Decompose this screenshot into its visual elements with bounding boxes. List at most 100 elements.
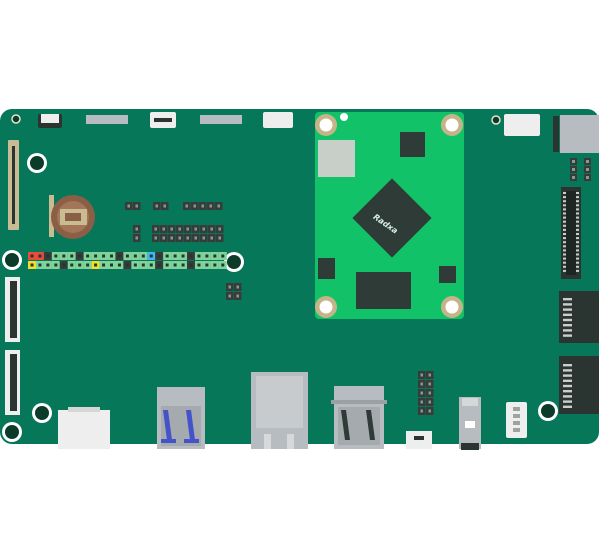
m2-pin: [576, 200, 579, 203]
gpio-pin-hole: [78, 254, 82, 258]
gpio-pin-hole: [102, 263, 106, 267]
right-port-pin: [563, 318, 572, 322]
module-hole-center-1: [319, 118, 333, 132]
header-2x5-hole: [428, 391, 431, 395]
gpio-pin-hole: [189, 254, 193, 258]
m2-pin: [563, 245, 566, 248]
right-top-pin-hole: [586, 168, 589, 171]
header-2x5-hole: [428, 400, 431, 404]
gpio-pin-hole: [94, 254, 98, 258]
gpio-pin-hole: [205, 254, 209, 258]
header-9x2-hole: [210, 236, 213, 240]
left-fpc-upper-slot: [10, 281, 17, 338]
board-hole-center-6: [541, 404, 555, 418]
right-port-pin: [563, 405, 572, 408]
right-top-pin-hole: [586, 160, 589, 163]
right-port-pins: [563, 298, 572, 408]
header-9x2-hole: [218, 236, 221, 240]
right-port-pin: [563, 369, 572, 372]
m2-pin: [563, 204, 566, 207]
right-port-pin: [563, 298, 572, 301]
header-2x2-hole: [228, 294, 231, 298]
m2-pin: [576, 261, 579, 264]
bottom-ports: [58, 372, 527, 450]
header-5pin-hole: [217, 204, 220, 208]
usb2-port-flange: [331, 400, 387, 404]
header-2x2-hole: [236, 294, 239, 298]
m2-pin: [576, 237, 579, 240]
header-9x2-hole: [178, 236, 181, 240]
gpio-pin-hole: [141, 254, 145, 258]
ethernet-led-right: [287, 434, 294, 449]
gpio-pin-hole: [125, 254, 129, 258]
header-9x2-hole: [186, 236, 189, 240]
gpio-pin-hole: [102, 254, 106, 258]
right-port-pin: [563, 364, 572, 367]
gpio-pin-hole: [62, 254, 66, 258]
header-2x5-hole: [428, 409, 431, 413]
module-hole-center-3: [319, 300, 333, 314]
right-port-pin: [563, 329, 572, 332]
header-5pin-hole: [209, 204, 212, 208]
top-connectors: [38, 112, 540, 136]
m2-pin: [576, 245, 579, 248]
header-vertical-hole: [135, 236, 138, 240]
right-port-upper-inner: [574, 297, 596, 337]
m2-pin: [563, 228, 566, 231]
header-9x2-hole: [162, 236, 165, 240]
m2-pin: [576, 196, 579, 199]
bottom-right-header: [506, 402, 527, 438]
ethernet-port-body: [256, 376, 303, 428]
left-fpc-connectors: [5, 277, 20, 415]
header-5pin-hole: [185, 204, 188, 208]
board-hole-center-5: [5, 425, 19, 439]
header-2x5-hole: [420, 409, 423, 413]
m2-pin: [563, 196, 566, 199]
header-2x5-hole: [428, 373, 431, 377]
header-9x2-hole: [170, 227, 173, 231]
board-hole-center-2: [5, 253, 19, 267]
header-5pin-hole: [193, 204, 196, 208]
header-5pin-hole: [201, 204, 204, 208]
gpio-pin-hole: [78, 263, 82, 267]
header-9x2-hole: [218, 227, 221, 231]
header-9x2-hole: [186, 227, 189, 231]
ethernet-led-left: [264, 434, 271, 449]
gpio-pin-hole: [133, 263, 137, 267]
m2-pin: [576, 257, 579, 260]
module-hole-center-2: [445, 118, 459, 132]
power-header-top-right: [504, 114, 540, 136]
gpio-pin-hole: [197, 254, 201, 258]
m2-pin: [563, 237, 566, 240]
right-port-pin: [563, 334, 572, 337]
gpio-pin-hole: [38, 263, 42, 267]
m2-pin: [563, 200, 566, 203]
gpio-pin-hole: [54, 254, 58, 258]
m2-pin: [563, 269, 566, 272]
gpio-pin-hole: [70, 254, 74, 258]
small-pin-headers: [125, 202, 434, 415]
usb3-tongue-left: [163, 410, 172, 440]
bottom-right-header-pin: [513, 407, 520, 411]
m2-pin: [563, 233, 566, 235]
fan-connector: [263, 112, 293, 128]
m2-pin: [576, 192, 579, 194]
gpio-pin-hole: [141, 263, 145, 267]
camera-connector-inner: [41, 114, 59, 123]
gpio-pin-hole: [30, 254, 34, 258]
header-9x2-hole: [170, 236, 173, 240]
gpio-pin-hole: [117, 254, 121, 258]
header-2x5-hole: [420, 391, 423, 395]
m2-pin: [576, 212, 579, 215]
gpio-pin-hole: [110, 254, 113, 258]
right-port-pin: [563, 395, 572, 398]
right-port-pin: [563, 390, 572, 393]
hdmi-port: [58, 410, 110, 449]
audio-jack-bottom: [461, 443, 479, 450]
gpio-pin-hole: [221, 254, 225, 258]
board-hole-center-4: [35, 406, 49, 420]
m2-pin: [563, 224, 566, 227]
compute-module: Radxa: [315, 112, 464, 319]
gpio-pin-hole: [70, 263, 74, 267]
header-9x2-hole: [162, 227, 165, 231]
